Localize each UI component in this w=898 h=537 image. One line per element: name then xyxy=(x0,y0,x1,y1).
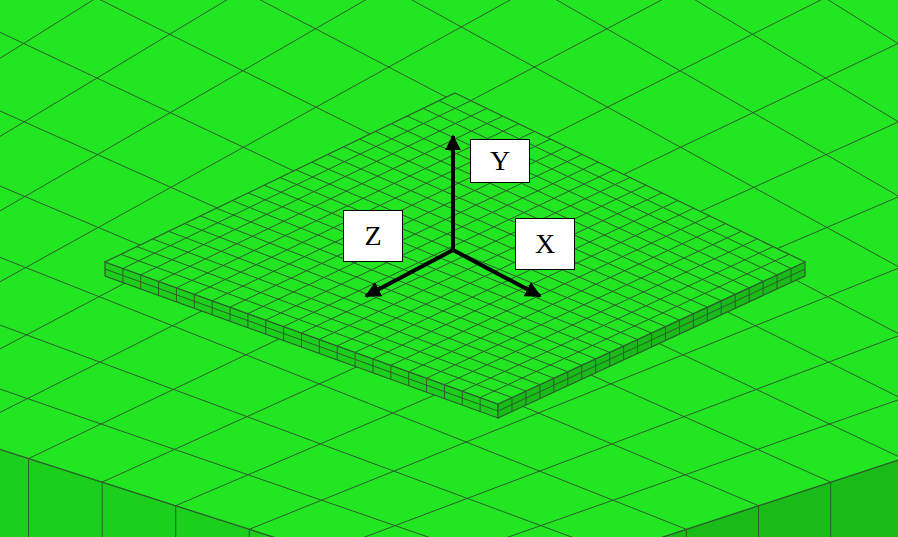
mesh-line xyxy=(830,482,831,537)
axis-label-box: Y xyxy=(470,139,530,183)
mesh-line xyxy=(216,208,595,359)
mesh-line xyxy=(29,0,898,459)
axis-label-box: Z xyxy=(343,210,403,262)
mesh-line xyxy=(23,0,898,411)
mesh-line xyxy=(312,162,680,320)
mesh-line xyxy=(248,193,623,346)
axis-label: Y xyxy=(490,147,510,175)
mesh-line xyxy=(102,24,898,483)
mesh-line xyxy=(296,170,666,327)
mesh-line xyxy=(686,529,687,537)
axis-label-box: X xyxy=(515,218,575,270)
mesh-line xyxy=(0,0,898,459)
mesh-line xyxy=(102,482,103,537)
axis-label: X xyxy=(535,230,555,258)
mesh-line xyxy=(0,0,898,435)
mesh-line xyxy=(758,506,759,537)
y-axis-arrow xyxy=(451,136,455,250)
mesh-line xyxy=(28,459,29,537)
mesh-line xyxy=(232,201,609,353)
axis-label: Z xyxy=(364,222,381,250)
mesh-line xyxy=(121,254,512,397)
mesh-line xyxy=(0,0,897,411)
mesh-line xyxy=(0,0,898,435)
mesh-line xyxy=(0,24,831,483)
plate-top-face xyxy=(105,93,805,404)
mesh-line xyxy=(249,529,250,537)
mesh-line xyxy=(175,506,176,537)
mesh-line xyxy=(137,247,526,391)
